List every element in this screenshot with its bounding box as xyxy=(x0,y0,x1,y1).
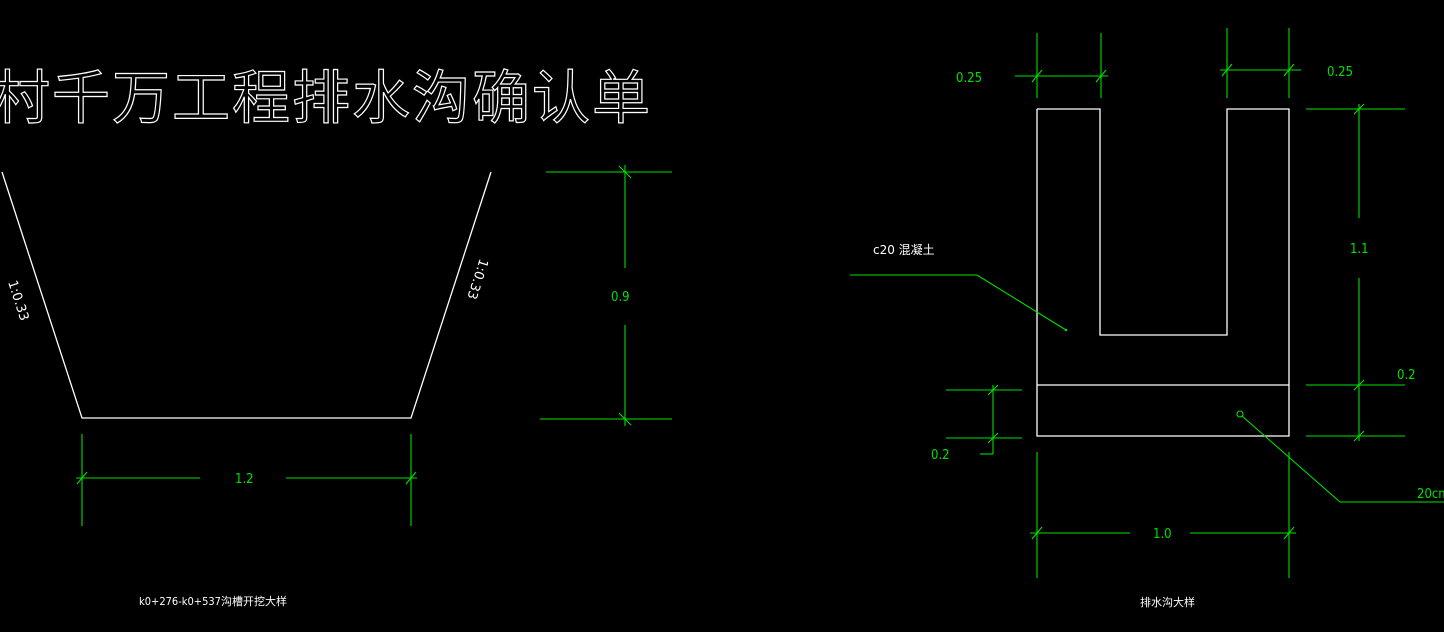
right-wall-dimension: 0.25 xyxy=(1220,28,1353,98)
trench-caption: k0+276-k0+537沟槽开挖大样 xyxy=(139,594,287,608)
base-left-dimension: 0.2 xyxy=(931,384,1022,463)
ditch-width-dimension: 1.0 xyxy=(1030,452,1296,578)
drawing-title: 村千万工程排水沟确认单 xyxy=(0,64,652,132)
material-label: c20 混凝土 xyxy=(873,242,935,257)
trench-outline xyxy=(1,171,492,419)
right-slope-label: 1:0.33 xyxy=(463,257,490,301)
depth-dimension: 0.9 xyxy=(540,165,672,426)
base-left-label: 0.2 xyxy=(931,448,950,463)
bottom-width-dimension: 1.2 xyxy=(76,434,417,526)
material-leader: c20 混凝土 xyxy=(850,242,1068,332)
left-wall-dimension: 0.25 xyxy=(956,33,1108,98)
height-dimension: 1.1 0.2 xyxy=(1306,103,1416,442)
depth-label: 0.9 xyxy=(611,290,630,305)
ditch-outline xyxy=(1036,108,1290,437)
cushion-label: 20cm xyxy=(1417,487,1444,502)
base-right-label: 0.2 xyxy=(1397,368,1416,383)
ditch-width-label: 1.0 xyxy=(1153,527,1172,542)
right-wall-label: 0.25 xyxy=(1327,65,1353,80)
left-wall-label: 0.25 xyxy=(956,71,982,86)
trench-section: 1:0.33 1:0.33 xyxy=(1,171,492,419)
left-slope-label: 1:0.33 xyxy=(4,279,31,323)
ditch-caption: 排水沟大样 xyxy=(1140,595,1195,609)
inner-height-label: 1.1 xyxy=(1350,242,1369,257)
ditch-section xyxy=(1036,108,1290,437)
bottom-width-label: 1.2 xyxy=(235,472,254,487)
cushion-leader: 20cm xyxy=(1236,410,1444,503)
